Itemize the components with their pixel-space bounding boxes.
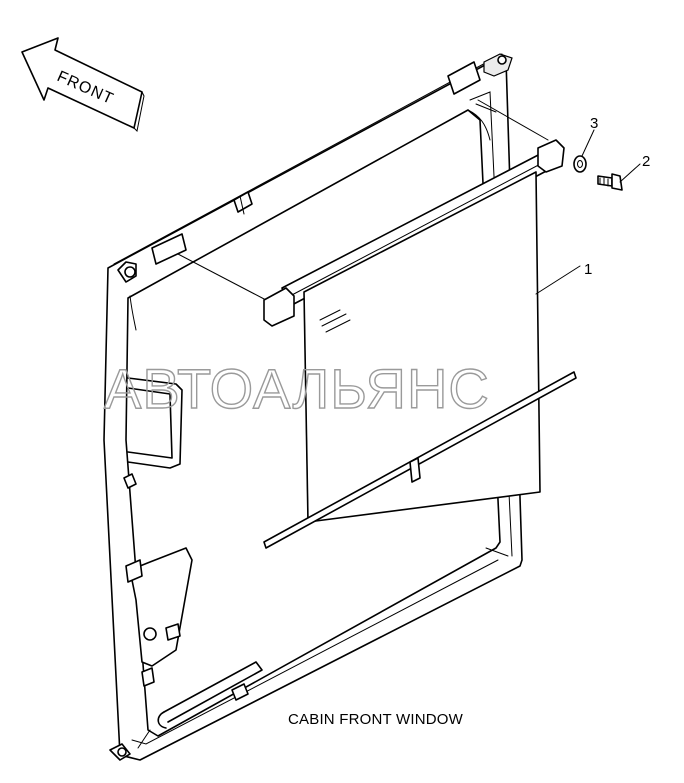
- callout-leaders: [535, 129, 641, 295]
- front-arrow: FRONT: [21, 37, 145, 133]
- washer: [573, 155, 587, 173]
- watermark: АВТОАЛЬЯНС: [104, 357, 490, 420]
- callout-2: 2: [642, 153, 650, 170]
- bolt: [597, 173, 623, 191]
- roller-blind: [177, 99, 577, 549]
- callout-3: 3: [590, 115, 598, 132]
- diagram-caption: CABIN FRONT WINDOW: [288, 711, 464, 728]
- callout-1: 1: [584, 261, 592, 278]
